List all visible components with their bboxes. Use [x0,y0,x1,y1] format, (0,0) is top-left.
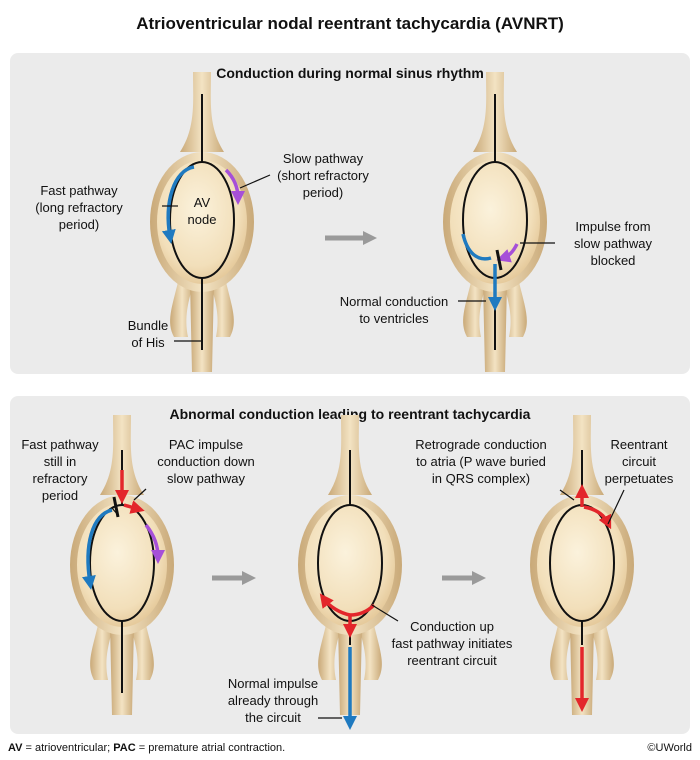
footnote: AV = atrioventricular; PAC = premature a… [8,742,285,754]
label-conduction-up: Conduction up fast pathway initiates ree… [391,619,513,668]
av-node-blocked [443,72,547,372]
copyright: ©UWorld [647,742,692,754]
diagram-title: Atrioventricular nodal reentrant tachyca… [136,14,564,33]
label-impulse-blocked: Impulse from slow pathway blocked [573,219,653,268]
fast-pathway-conduction [461,233,492,261]
label-av-node: AV node [187,195,217,227]
label-pac-impulse: PAC impulse conduction down slow pathway [157,437,255,486]
footnote-pac-abbr: PAC [113,742,136,754]
label-bundle-of-his: Bundle of His [127,318,169,350]
normal-rhythm-panel: Conduction during normal sinus rhythm [10,53,690,374]
label-slow-pathway: Slow pathway (short refractory period) [277,151,369,200]
reentrant-loop-arrow [583,505,612,530]
footnote-av-text: = atrioventricular; [22,742,114,754]
footnote-av-abbr: AV [8,742,23,754]
av-node-reentrant [530,415,634,715]
av-node-normal [150,72,254,372]
label-normal-conduction: Normal conduction to ventricles [339,294,449,326]
reentrant-heading: Abnormal conduction leading to reentrant… [169,406,531,422]
label-fast-pathway: Fast pathway (long refractory period) [35,183,123,232]
av-node-circuit-initiation [298,415,402,730]
label-retrograde-conduction: Retrograde conduction to atria (P wave b… [415,437,547,486]
fast-pathway-arrow [81,508,113,590]
retrograde-fast-arrow [319,593,351,617]
normal-rhythm-heading: Conduction during normal sinus rhythm [216,65,484,81]
label-reentrant-perpetuates: Reentrant circuit perpetuates [604,437,674,486]
block-marker [495,249,503,271]
label-normal-impulse: Normal impulse already through the circu… [227,676,319,725]
slow-pathway-arrow [144,523,165,564]
slow-pathway-impulse [496,243,519,263]
slow-pathway-arrow [224,168,245,205]
fast-pathway-arrow [161,165,195,244]
footnote-pac-text: = premature atrial contraction. [135,742,286,754]
label-fast-refractory: Fast pathway still in refractory period [21,437,99,503]
av-node-pac [70,415,174,715]
